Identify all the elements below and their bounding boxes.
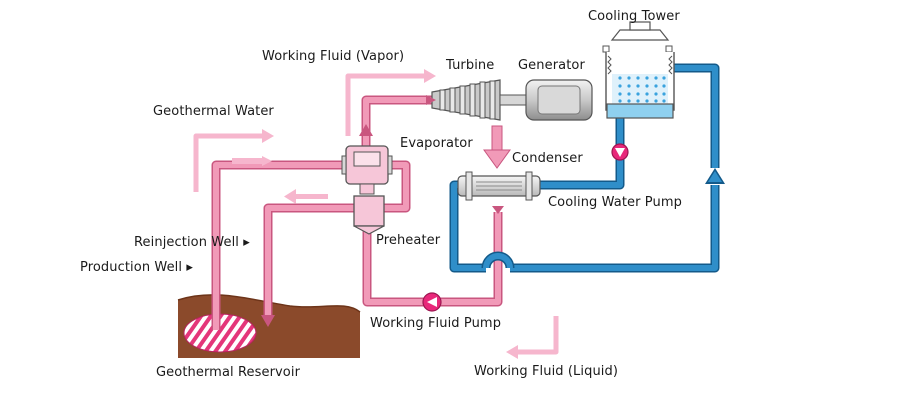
turbine-to-condenser-arrow [483, 125, 511, 169]
reinjection-flow-arrow [284, 189, 328, 204]
label-production-well: Production Well ▸ [80, 260, 193, 275]
vapor-up-arrow [359, 124, 373, 136]
cooling-water-pump [611, 143, 629, 161]
condenser [457, 171, 541, 201]
label-generator: Generator [518, 58, 585, 73]
working-fluid-vapor-arrow [345, 73, 426, 136]
condenser-outlet-arrow [492, 206, 504, 214]
label-cooling-tower: Cooling Tower [588, 9, 680, 24]
reinjection-arrow-head [261, 315, 275, 327]
label-evaporator: Evaporator [400, 136, 473, 151]
evaporator-inflow-arrow [262, 156, 272, 166]
label-working-fluid-liquid: Working Fluid (Liquid) [474, 364, 619, 379]
label-reinjection-well: Reinjection Well ▸ [134, 235, 250, 250]
label-cooling-water-pump: Cooling Water Pump [548, 195, 682, 210]
label-condenser: Condenser [512, 151, 583, 166]
evaporator [341, 145, 393, 195]
preheater [353, 195, 385, 235]
label-geothermal-water: Geothermal Water [153, 104, 274, 119]
turbine [431, 79, 527, 121]
cooling-return-pipe [672, 63, 720, 168]
reinjection-well-pipe [263, 203, 354, 315]
label-preheater: Preheater [376, 233, 441, 248]
liquid-loop-pipe [362, 212, 503, 307]
label-working-fluid-pump: Working Fluid Pump [370, 316, 502, 331]
working-fluid-liquid-arrow [516, 316, 559, 355]
working-fluid-pump [422, 292, 442, 312]
geothermal-water-arrow [193, 133, 264, 192]
label-turbine: Turbine [446, 58, 495, 73]
generator [525, 79, 593, 121]
cooling-tower [602, 21, 675, 119]
label-working-fluid-vapor: Working Fluid (Vapor) [262, 49, 405, 64]
label-geothermal-reservoir: Geothermal Reservoir [156, 365, 301, 380]
vapor-into-turbine-arrow [426, 95, 436, 105]
